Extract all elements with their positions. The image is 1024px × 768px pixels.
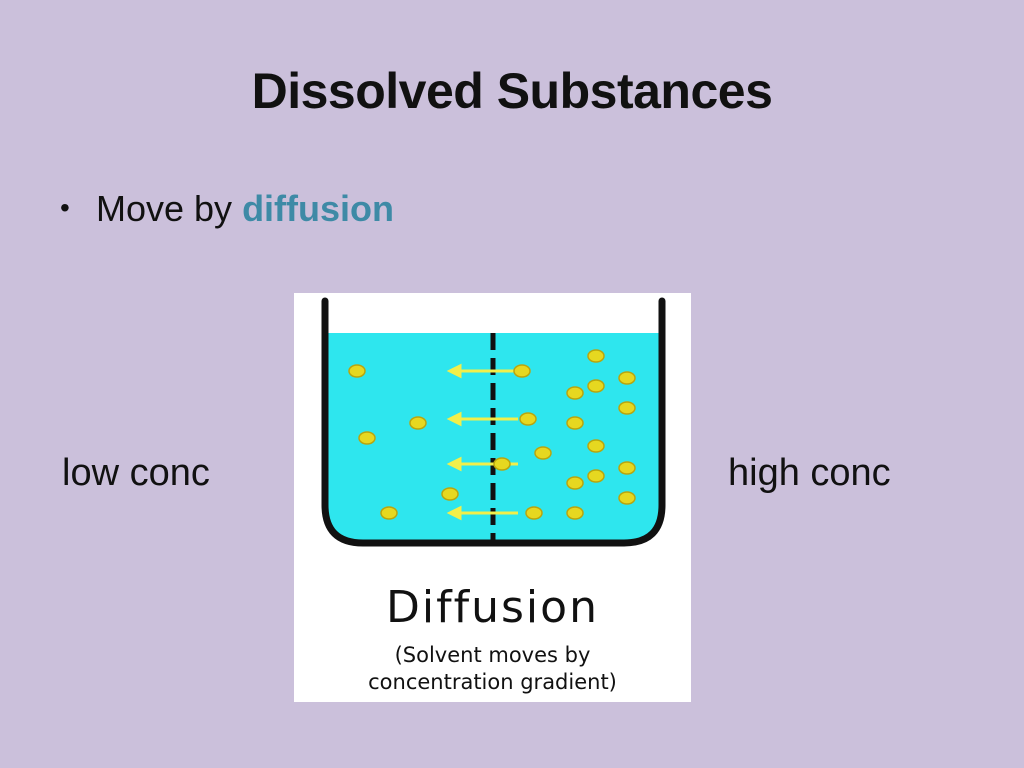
beaker-icon: [321, 297, 666, 547]
diffusion-figure: Diffusion (Solvent moves by concentratio…: [294, 293, 691, 702]
figure-caption-line2: concentration gradient): [368, 670, 617, 694]
bullet-item: • Move by diffusion: [60, 188, 394, 230]
bullet-text: Move by: [96, 188, 243, 229]
low-conc-label: low conc: [62, 452, 210, 494]
beaker-diagram: [321, 297, 666, 547]
high-conc-label: high conc: [728, 452, 891, 494]
bullet-dot: •: [60, 192, 70, 223]
slide-title: Dissolved Substances: [251, 63, 773, 119]
figure-title: Diffusion: [386, 582, 599, 633]
particle-icon: [348, 349, 636, 520]
bullet-highlight: diffusion: [242, 188, 395, 229]
figure-caption-line1: (Solvent moves by: [394, 643, 591, 667]
